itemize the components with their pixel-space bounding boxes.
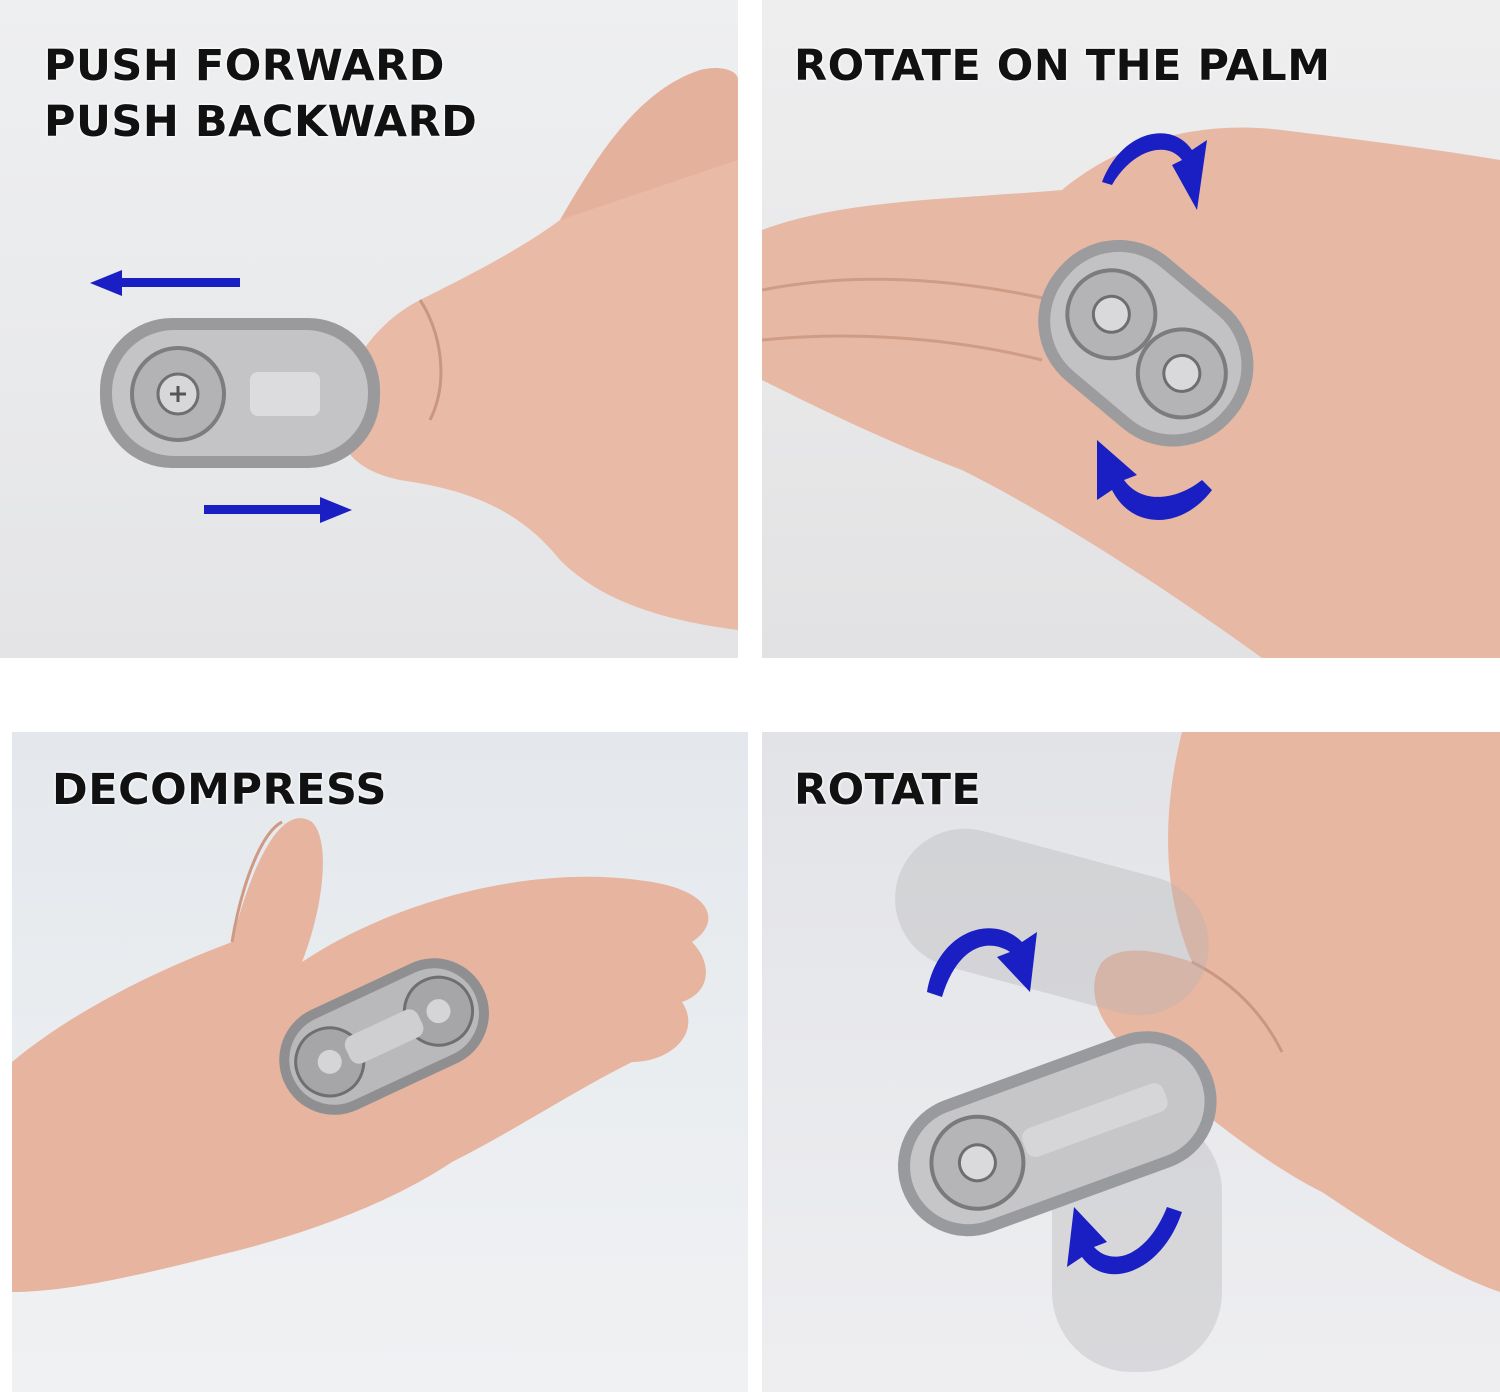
caption-line: DECOMPRESS: [52, 765, 387, 815]
caption-line: ROTATE ON THE PALM: [794, 41, 1331, 91]
push-illustration: [90, 68, 738, 630]
arrow-left-icon: [90, 270, 240, 296]
caption-line: PUSH BACKWARD: [44, 97, 478, 147]
panel-rotate-palm: ROTATE ON THE PALM: [762, 0, 1500, 658]
chain-spinner: [279, 958, 489, 1115]
curved-arrow-top-icon: [927, 928, 1037, 997]
caption-line: PUSH FORWARD: [44, 41, 445, 91]
panel-decompress: DECOMPRESS: [12, 732, 748, 1392]
chain-spinner: [898, 1031, 1217, 1237]
caption-push: PUSH FORWARD PUSH BACKWARD: [44, 38, 477, 150]
caption-decompress: DECOMPRESS: [52, 762, 387, 818]
caption-rotate: ROTATE: [794, 762, 981, 818]
arrow-right-icon: [204, 497, 352, 523]
decompress-illustration: [12, 818, 709, 1292]
curved-arrow-bottom-icon: [1097, 440, 1212, 520]
rotate-illustration: [895, 732, 1500, 1372]
chain-spinner: [1038, 239, 1254, 447]
curved-arrow-bottom-icon: [1067, 1207, 1182, 1275]
panel-push: PUSH FORWARD PUSH BACKWARD: [0, 0, 738, 658]
caption-line: ROTATE: [794, 765, 982, 815]
caption-rotate-palm: ROTATE ON THE PALM: [794, 38, 1331, 94]
panel-rotate: ROTATE: [762, 732, 1500, 1392]
rotate-palm-illustration: [762, 127, 1500, 658]
curved-arrow-top-icon: [1102, 133, 1207, 210]
chain-spinner: [100, 318, 380, 468]
